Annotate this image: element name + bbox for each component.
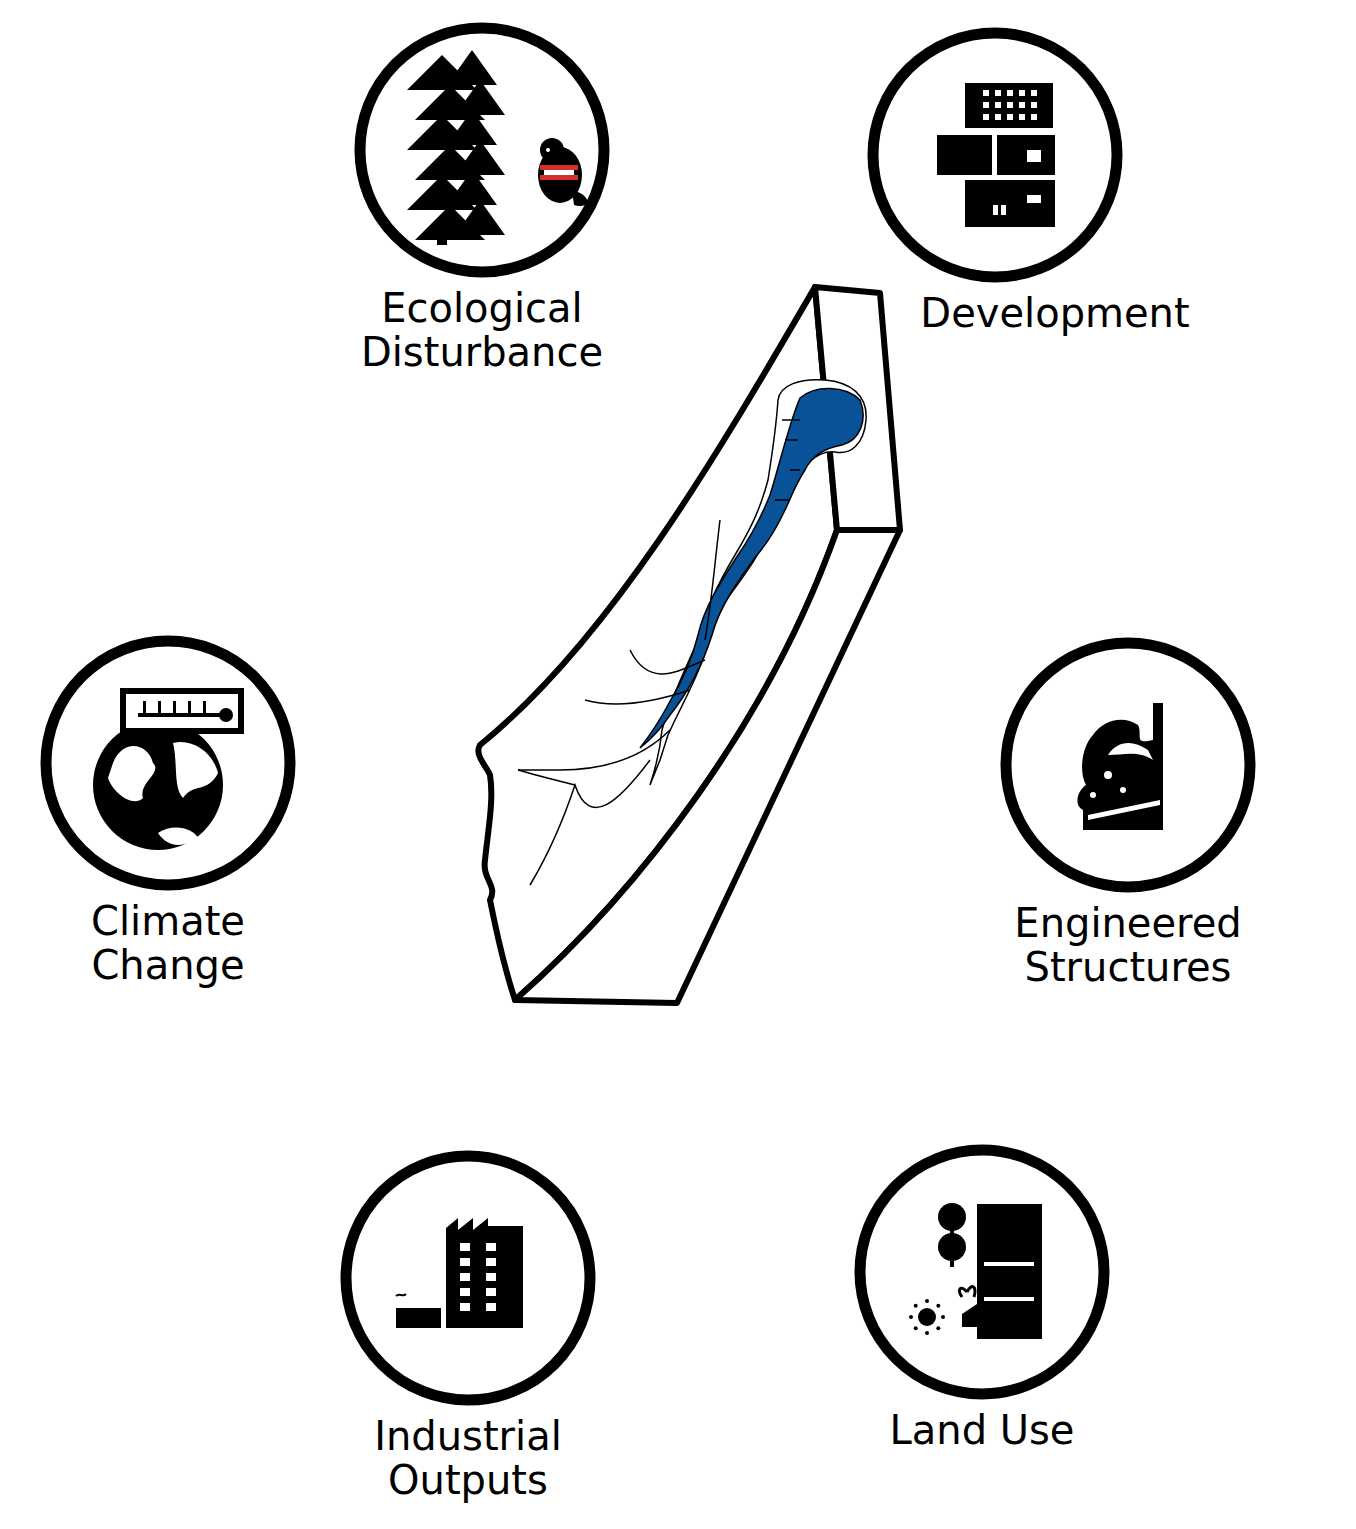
circle-outline [854, 1144, 1110, 1400]
factor-label: Land Use [822, 1408, 1142, 1452]
factor-circle: Ecological Disturbance [354, 22, 610, 278]
factor-icon [407, 50, 587, 245]
factor-label: Development [895, 291, 1215, 335]
circle-outline [354, 22, 610, 278]
factor-icon [396, 1218, 523, 1328]
factor-circle: Climate Change [40, 635, 296, 891]
factor-icon [93, 691, 241, 850]
factor-label: Climate Change [18, 899, 318, 987]
factor-circle: Land Use [854, 1144, 1110, 1400]
factor-circle: Industrial Outputs [340, 1150, 596, 1406]
factor-circle: Engineered Structures [1000, 637, 1256, 893]
watershed-side [515, 530, 900, 1003]
factor-label: Ecological Disturbance [322, 286, 642, 374]
circle-outline [1000, 637, 1256, 893]
river-network [518, 380, 866, 885]
factor-circle: Development [867, 27, 1123, 283]
factor-icon [909, 1203, 1042, 1339]
circle-outline [340, 1150, 596, 1406]
factor-label: Industrial Outputs [308, 1414, 628, 1502]
circle-outline [867, 27, 1123, 283]
factor-icon [1077, 703, 1163, 830]
circle-outline [40, 635, 296, 891]
factor-label: Engineered Structures [963, 901, 1293, 989]
factor-icon [937, 83, 1055, 227]
